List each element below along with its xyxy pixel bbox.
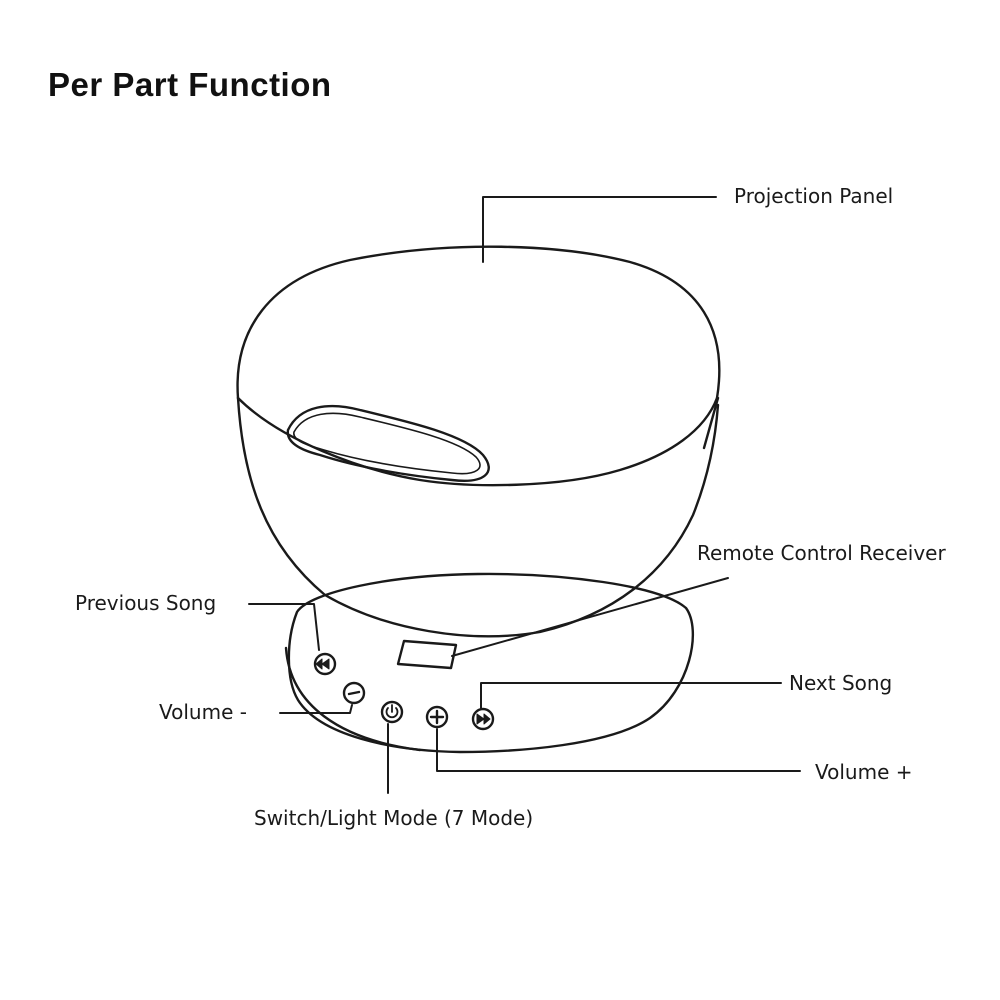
label-projection-panel: Projection Panel: [734, 184, 894, 208]
leader-volume-plus: [436, 728, 801, 772]
speaker-opening: [286, 404, 490, 482]
bowl-body: [236, 396, 720, 638]
leader-previous-song: [248, 603, 320, 651]
label-volume-plus: Volume +: [815, 760, 913, 784]
previous-song-icon[interactable]: [313, 652, 337, 676]
next-song-icon[interactable]: [471, 707, 495, 731]
label-volume-minus: Volume -: [159, 700, 247, 724]
leader-lines: [248, 196, 801, 794]
base-plate: [284, 572, 694, 754]
label-next-song: Next Song: [789, 671, 893, 695]
projection-panel-dome: [236, 245, 721, 400]
page-title: Per Part Function: [48, 66, 332, 103]
volume-minus-icon[interactable]: [342, 681, 366, 705]
leader-remote-receiver: [451, 577, 729, 657]
remote-receiver-window: [396, 639, 458, 670]
leader-projection-panel: [482, 196, 717, 263]
label-switch-light-mode: Switch/Light Mode (7 Mode): [254, 806, 534, 830]
leader-volume-minus: [279, 704, 353, 714]
power-icon[interactable]: [380, 700, 404, 724]
label-remote-control-receiver: Remote Control Receiver: [697, 541, 946, 565]
label-previous-song: Previous Song: [75, 591, 217, 615]
leader-next-song: [480, 682, 782, 709]
volume-plus-icon[interactable]: [425, 705, 449, 729]
